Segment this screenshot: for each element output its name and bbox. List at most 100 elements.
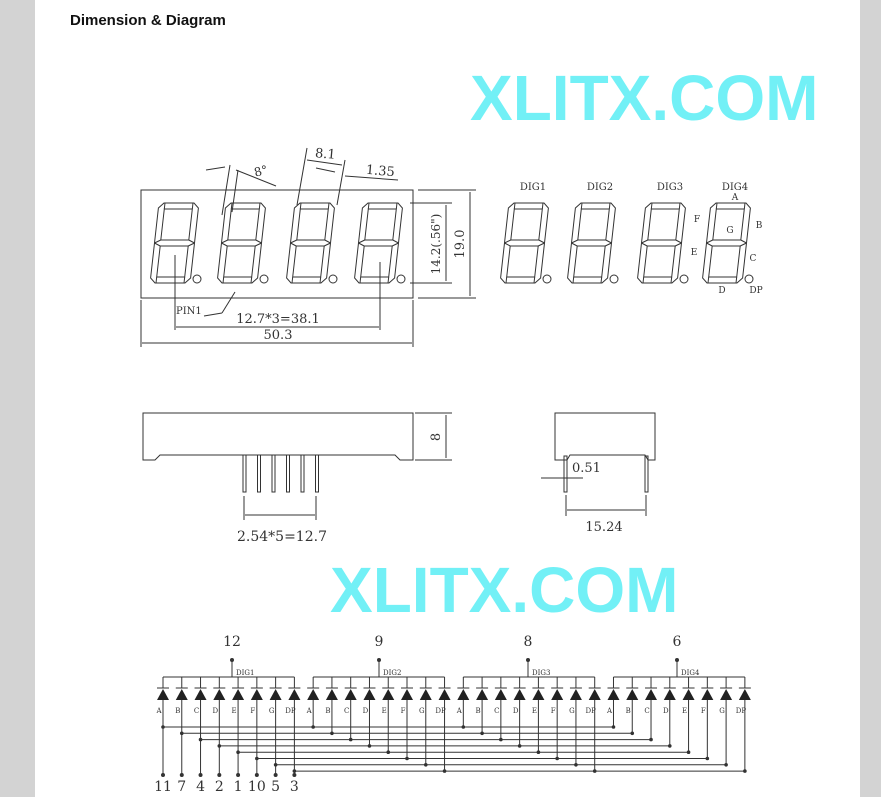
- diode-segment-label: G: [269, 707, 275, 715]
- diode-segment-label: F: [401, 707, 406, 715]
- diode-segment-label: DP: [736, 707, 747, 715]
- diode-segment-label: B: [325, 707, 330, 715]
- digit-outline: [567, 202, 616, 284]
- segment-divider: [537, 242, 545, 247]
- pin1-label: PIN1: [176, 306, 202, 317]
- digit-height-label: 14.2(.56"): [429, 214, 443, 275]
- segment-divider: [740, 239, 747, 244]
- pin-dot: [292, 773, 297, 777]
- digit-4: [354, 202, 406, 284]
- segment-divider: [504, 242, 511, 247]
- digit-label-1: DIG1: [520, 182, 546, 193]
- decimal-point: [744, 274, 754, 284]
- display-body-outline: [140, 189, 414, 299]
- segment-pin-label-4: 2: [215, 779, 224, 795]
- segment-divider: [392, 239, 399, 244]
- segment-divider: [250, 276, 253, 284]
- digit-3: [286, 202, 338, 284]
- section-title: Dimension & Diagram: [70, 12, 226, 29]
- segment-divider: [605, 239, 612, 244]
- segment-divider: [504, 239, 512, 244]
- digit-upper-window: [227, 208, 260, 241]
- segment-pin-label-2: 7: [177, 779, 186, 795]
- decimal-point: [396, 274, 406, 284]
- digit-width-label: 8.1: [314, 146, 336, 163]
- side-body-outline: [142, 412, 414, 461]
- diode-icon: [513, 689, 526, 700]
- side-pin: [315, 454, 319, 493]
- segment-divider: [674, 242, 682, 247]
- diode-segment-label: D: [513, 707, 519, 715]
- diode-segment-label: F: [701, 707, 706, 715]
- pin-dot: [198, 773, 203, 777]
- segment-label-d: D: [718, 286, 725, 296]
- common-pin-label-1: 12: [223, 634, 241, 650]
- decimal-point: [542, 274, 552, 284]
- pin-dot: [217, 773, 222, 777]
- diode-icon: [438, 689, 451, 700]
- diode-segment-label: C: [194, 707, 199, 715]
- segment-label-b: B: [756, 221, 763, 231]
- segment-divider: [222, 276, 225, 284]
- side-pin: [257, 454, 261, 493]
- height-label: 8: [429, 433, 444, 441]
- segment-divider: [571, 239, 579, 244]
- segment-divider: [533, 276, 536, 284]
- diode-segment-label: DP: [586, 707, 597, 715]
- digit-upper-window: [577, 208, 610, 241]
- segment-divider: [641, 242, 648, 247]
- segment-divider: [358, 242, 365, 247]
- segment-divider: [230, 202, 233, 210]
- segment-divider: [604, 242, 612, 247]
- diode-icon: [457, 689, 470, 700]
- digit-outline: [500, 202, 549, 284]
- decimal-point: [259, 274, 269, 284]
- segment-divider: [188, 239, 195, 244]
- segment-divider: [191, 202, 194, 210]
- diode-icon: [738, 689, 751, 700]
- circuit-digit-label-3: DIG3: [532, 669, 550, 677]
- diode-icon: [382, 689, 395, 700]
- segment-label-c: C: [750, 254, 757, 264]
- digit-lower-window: [573, 245, 606, 278]
- diode-segment-label: A: [456, 707, 463, 715]
- segment-digit-2: [567, 202, 619, 284]
- side-pin: [242, 454, 247, 493]
- segment-divider: [291, 276, 294, 284]
- dimension-line: [336, 159, 346, 206]
- segment-divider: [258, 202, 261, 210]
- digit-lower-window: [708, 245, 741, 278]
- segment-divider: [154, 242, 161, 247]
- segment-pin-label-8: 3: [290, 779, 299, 795]
- segment-divider: [678, 202, 681, 210]
- digit-lower-window: [223, 245, 256, 278]
- pin-dot: [161, 773, 165, 777]
- digit-1: [150, 202, 202, 284]
- segment-divider: [319, 276, 322, 284]
- segment-divider: [359, 276, 362, 284]
- diode-segment-label: G: [719, 707, 725, 715]
- segment-divider: [642, 276, 645, 284]
- digit-lower-window: [292, 245, 325, 278]
- segment-label-dp: DP: [749, 286, 762, 296]
- diode-icon: [194, 689, 207, 700]
- segment-divider: [707, 276, 710, 284]
- diode-icon: [175, 689, 188, 700]
- digit-lower-window: [506, 245, 539, 278]
- segment-divider: [715, 202, 718, 210]
- segment-divider: [290, 242, 297, 247]
- diode-icon: [532, 689, 545, 700]
- segment-divider: [739, 242, 747, 247]
- diode-segment-label: D: [363, 707, 369, 715]
- segment-label-g: G: [726, 226, 733, 236]
- dimension-line: [296, 147, 308, 206]
- common-pin-label-4: 6: [673, 634, 682, 650]
- segment-divider: [706, 242, 713, 247]
- digit-label-3: DIG3: [657, 182, 683, 193]
- diode-icon: [663, 689, 676, 700]
- digit-outline: [150, 202, 199, 284]
- digit-outline: [637, 202, 686, 284]
- diode-icon: [569, 689, 582, 700]
- segment-divider: [255, 239, 262, 244]
